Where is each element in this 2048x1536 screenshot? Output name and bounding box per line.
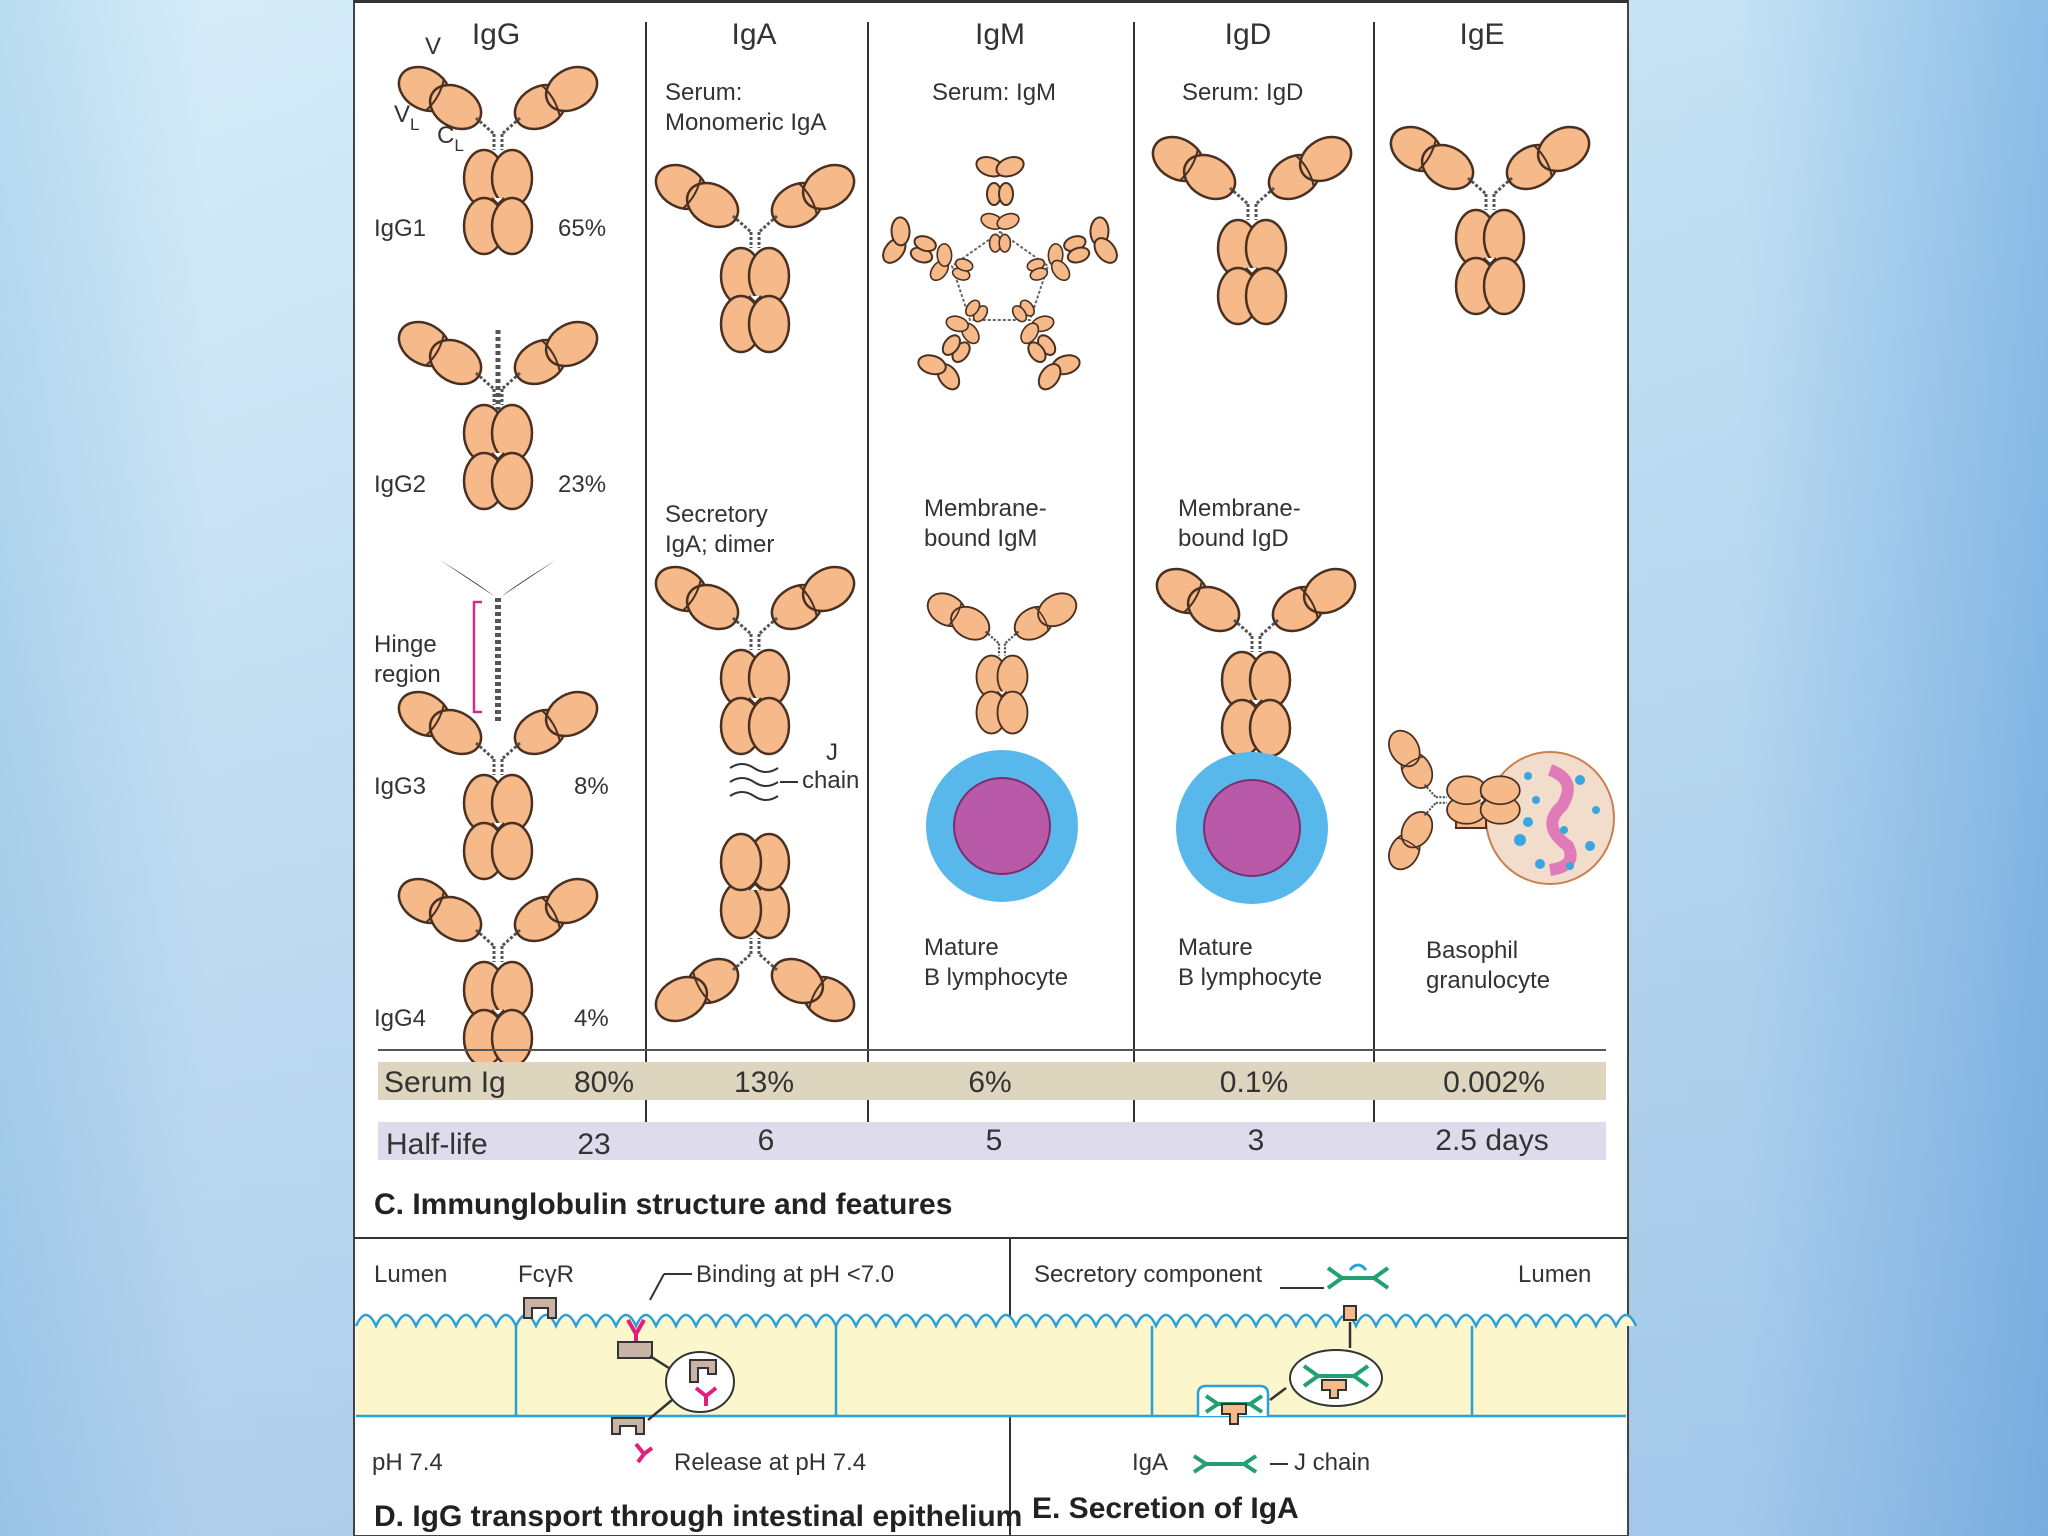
header-igg: IgG bbox=[472, 18, 520, 51]
igd-mem-2: bound IgD bbox=[1178, 525, 1289, 552]
iga-serum-1: Serum: bbox=[665, 79, 742, 106]
svg-text:3: 3 bbox=[1248, 1124, 1265, 1157]
igm-cell-1: Mature bbox=[924, 934, 999, 961]
igg2-pct: 23% bbox=[558, 471, 606, 498]
d-receptor: FcγR bbox=[518, 1261, 574, 1288]
svg-text:0.002%: 0.002% bbox=[1443, 1066, 1545, 1099]
header-igm: IgM bbox=[975, 18, 1025, 51]
header-igd: IgD bbox=[1225, 18, 1272, 51]
epithelium bbox=[354, 1313, 1638, 1418]
row-half-life: Half-life 23 6 5 3 2.5 days bbox=[378, 1122, 1606, 1161]
svg-text:6%: 6% bbox=[968, 1066, 1011, 1099]
j-chain-label-2: chain bbox=[802, 767, 859, 794]
fc-receptor-icon bbox=[523, 1297, 557, 1319]
igg-vl-label: VL bbox=[394, 101, 419, 134]
d-release: Release at pH 7.4 bbox=[674, 1449, 866, 1476]
j-chain-label-1: J bbox=[826, 739, 838, 766]
iga-sec-2: IgA; dimer bbox=[665, 531, 774, 558]
svg-text:2.5 days: 2.5 days bbox=[1435, 1124, 1548, 1157]
ige-basophil bbox=[1383, 725, 1615, 885]
ige-cell-2: granulocyte bbox=[1426, 967, 1550, 994]
header-ige: IgE bbox=[1459, 18, 1504, 51]
section-c-title: C. Immunglobulin structure and features bbox=[374, 1188, 952, 1221]
igd-serum: Serum: IgD bbox=[1182, 79, 1303, 106]
e-iga: IgA bbox=[1132, 1449, 1168, 1476]
svg-text:23: 23 bbox=[577, 1128, 610, 1161]
igg3-name: IgG3 bbox=[374, 773, 426, 800]
d-ph: pH 7.4 bbox=[372, 1449, 443, 1476]
svg-text:80%: 80% bbox=[574, 1066, 634, 1099]
iga-sec-1: Secretory bbox=[665, 501, 768, 528]
svg-text:13%: 13% bbox=[734, 1066, 794, 1099]
igd-mem-1: Membrane- bbox=[1178, 495, 1301, 522]
igg2-name: IgG2 bbox=[374, 471, 426, 498]
igg4-name: IgG4 bbox=[374, 1005, 426, 1032]
igm-serum: Serum: IgM bbox=[932, 79, 1056, 106]
igg1-pct: 65% bbox=[558, 215, 606, 242]
e-secretory: Secretory component bbox=[1034, 1261, 1262, 1288]
svg-text:5: 5 bbox=[986, 1124, 1003, 1157]
ige-cell-1: Basophil bbox=[1426, 937, 1518, 964]
svg-text:Serum Ig: Serum Ig bbox=[384, 1066, 506, 1099]
iga-dimer bbox=[648, 558, 862, 1030]
svg-text:0.1%: 0.1% bbox=[1220, 1066, 1288, 1099]
igm-cell-2: B lymphocyte bbox=[924, 964, 1068, 991]
iga-serum-2: Monomeric IgA bbox=[665, 109, 826, 136]
basolateral-pocket bbox=[1196, 1384, 1270, 1416]
igm-pentamer bbox=[875, 152, 1125, 398]
row-serum-ig: Serum Ig 80% 13% 6% 0.1% 0.002% bbox=[378, 1062, 1606, 1100]
igd-cell-2: B lymphocyte bbox=[1178, 964, 1322, 991]
igm-mem-1: Membrane- bbox=[924, 495, 1047, 522]
hinge-label-2: region bbox=[374, 661, 441, 688]
svg-text:6: 6 bbox=[758, 1124, 775, 1157]
section-d-title: D. IgG transport through intestinal epit… bbox=[374, 1500, 1022, 1533]
header-iga: IgA bbox=[731, 18, 776, 51]
igg1-name: IgG1 bbox=[374, 215, 426, 242]
igg-cl-label: CL bbox=[437, 122, 464, 155]
svg-text:Half-life: Half-life bbox=[386, 1128, 488, 1161]
secretory-component-icon bbox=[1326, 1263, 1390, 1290]
igg-v-label: V bbox=[425, 33, 441, 60]
igg3-pct: 8% bbox=[574, 773, 609, 800]
e-lumen: Lumen bbox=[1518, 1261, 1591, 1288]
hinge-label-1: Hinge bbox=[374, 631, 437, 658]
section-e-title: E. Secretion of IgA bbox=[1032, 1492, 1299, 1525]
j-chain-icon bbox=[1192, 1454, 1258, 1474]
release-receptor-icon bbox=[611, 1417, 645, 1435]
igg4-pct: 4% bbox=[574, 1005, 609, 1032]
igm-mem-2: bound IgM bbox=[924, 525, 1037, 552]
hinge-bracket bbox=[472, 600, 482, 714]
d-binding: Binding at pH <7.0 bbox=[696, 1261, 894, 1288]
e-jchain: J chain bbox=[1294, 1449, 1370, 1476]
igd-cell-1: Mature bbox=[1178, 934, 1253, 961]
column-dividers bbox=[645, 22, 1375, 1155]
d-lumen: Lumen bbox=[374, 1261, 447, 1288]
